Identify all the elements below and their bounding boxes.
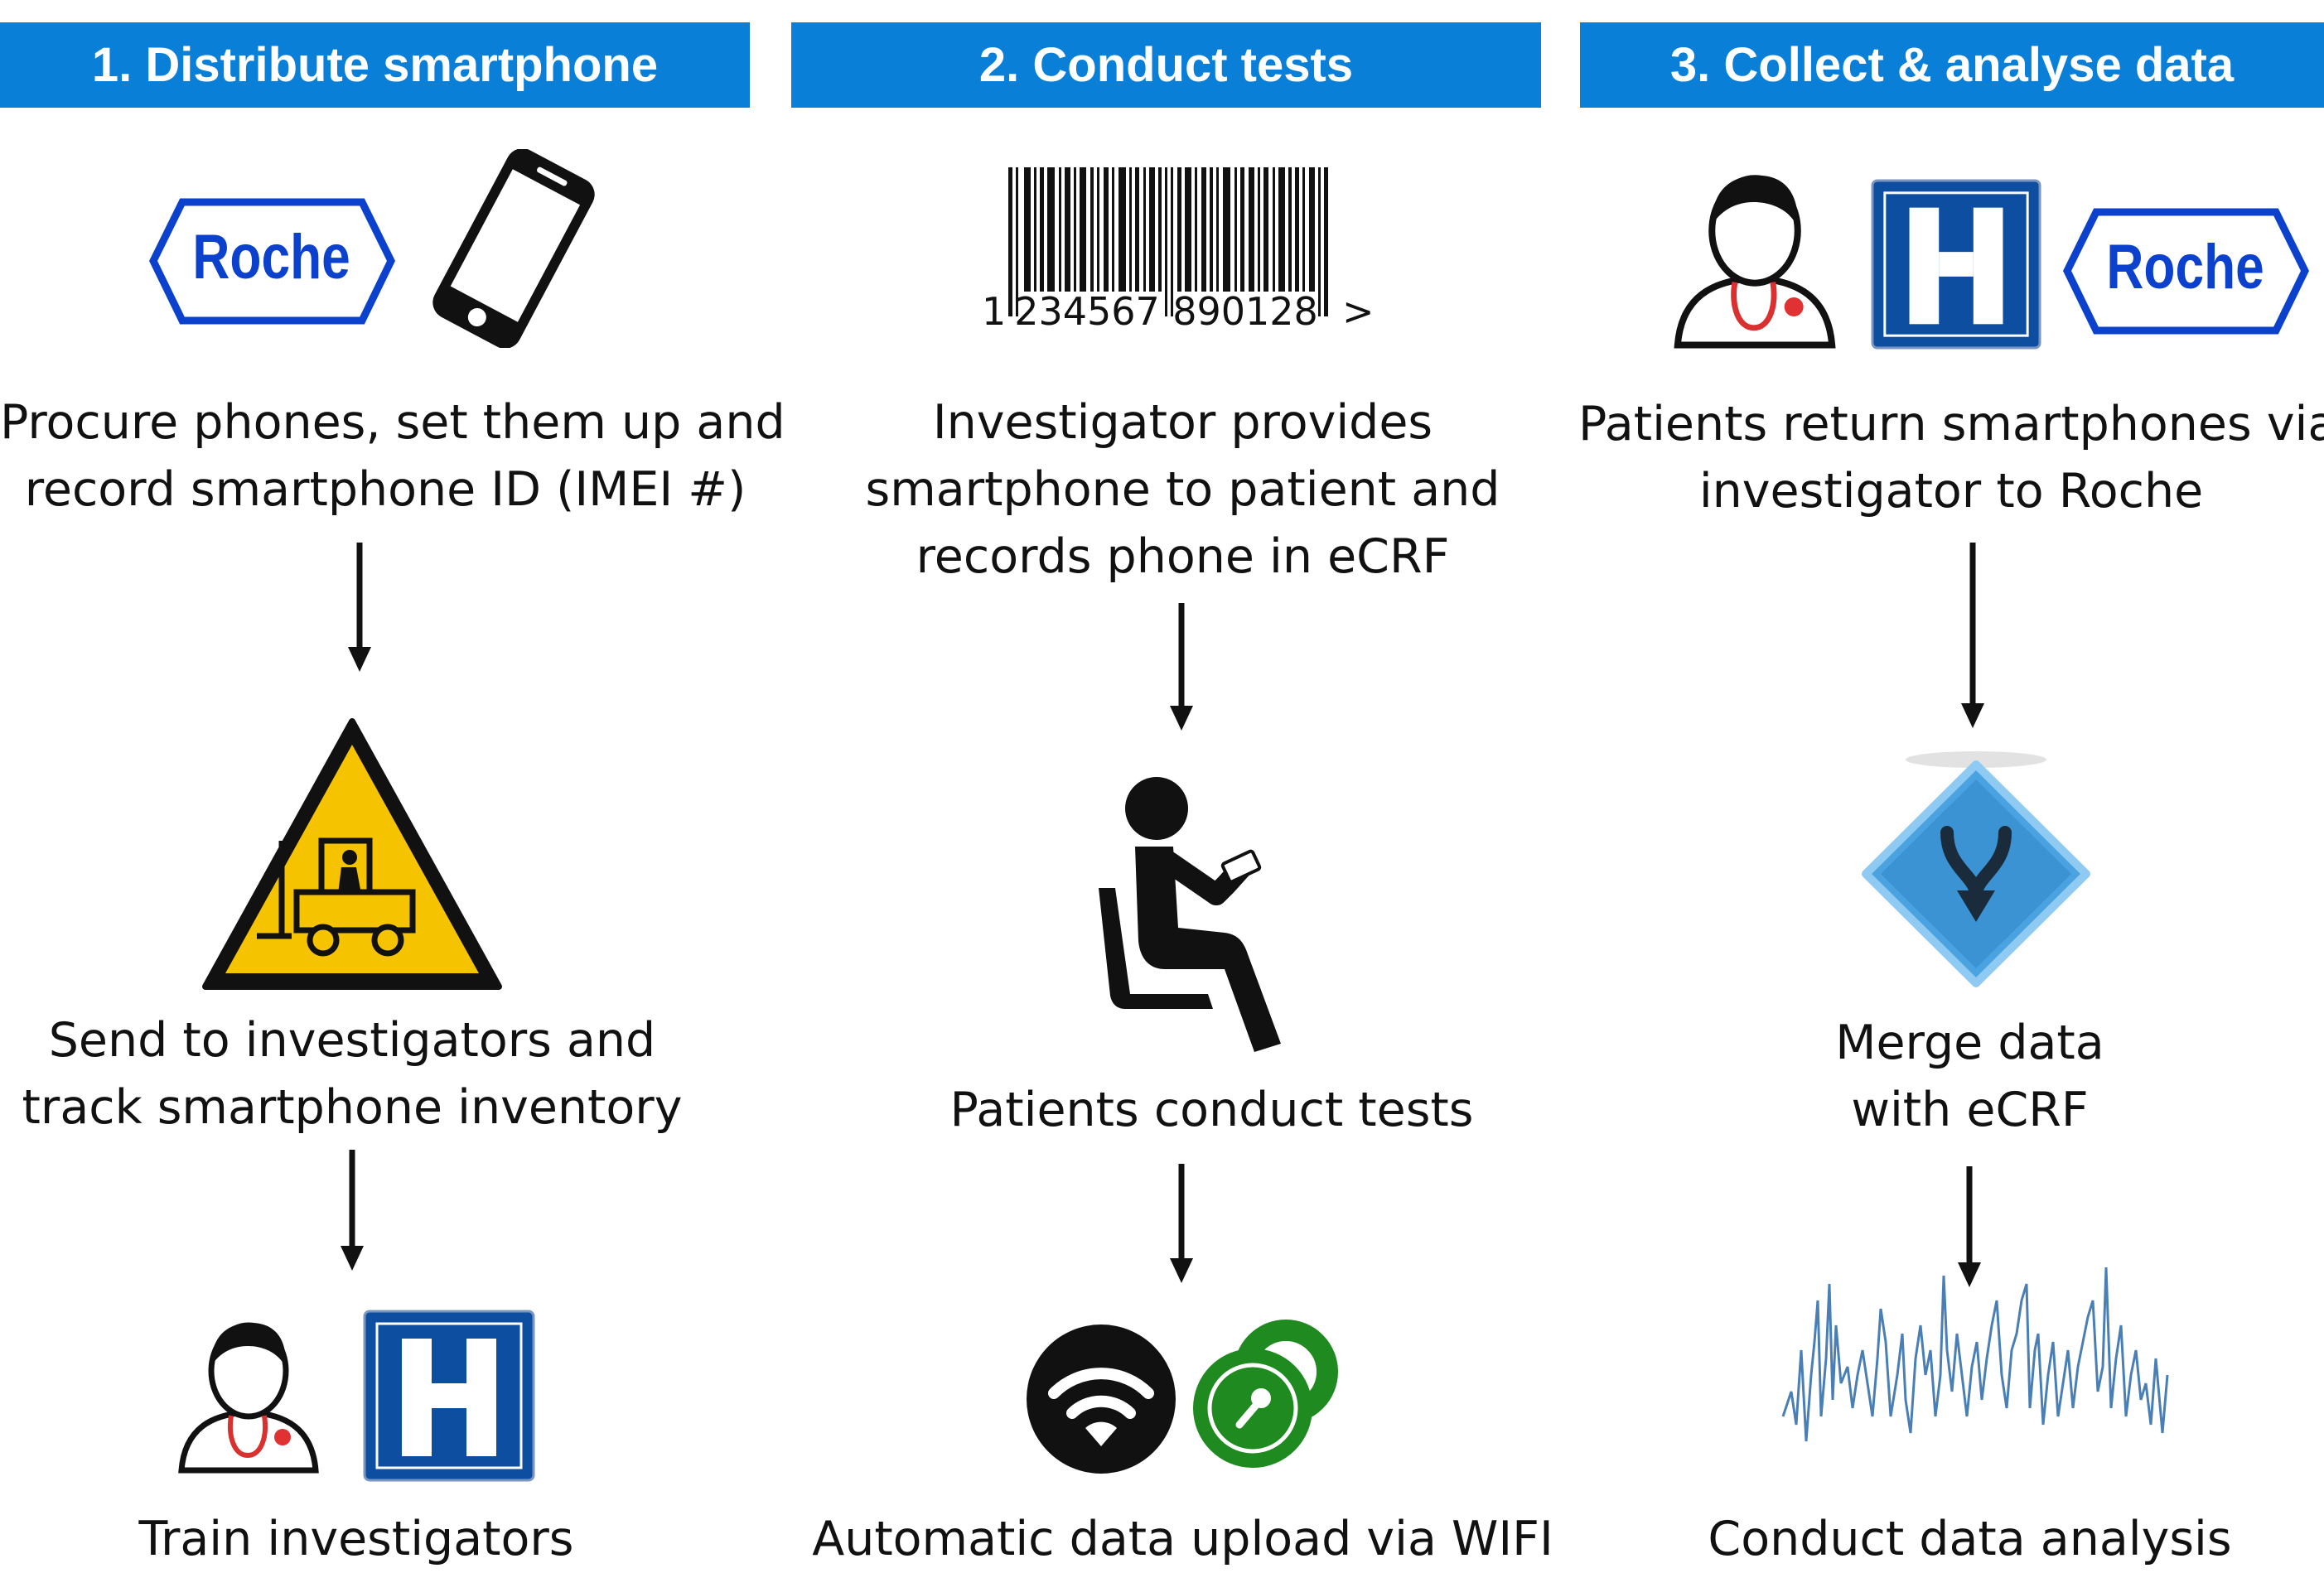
roche-logo-text: Roche	[2106, 231, 2264, 302]
roche-logo-text: Roche	[192, 221, 350, 292]
signal-waveform-icon	[1781, 1267, 2169, 1442]
hospital-icon	[363, 1310, 535, 1482]
column-header-conduct-tests: 2. Conduct tests	[791, 22, 1541, 108]
flow-arrow	[1961, 543, 1984, 728]
column-header-distribute: 1. Distribute smartphone	[0, 22, 750, 108]
caption-conduct-data-analysis: Conduct data analysis	[1708, 1512, 2232, 1566]
caption-procure-phones: Procure phones, set them up and record s…	[0, 395, 785, 517]
column-header-collect-analyse: 3. Collect & analyse data	[1580, 22, 2324, 108]
hospital-icon	[1871, 179, 2041, 350]
caption-patients-return-smartphones: Patients return smartphones via investig…	[1578, 397, 2324, 519]
caption-send-to-investigators: Send to investigators and track smartpho…	[22, 1013, 683, 1135]
roche-logo: Roche	[149, 198, 395, 325]
caption-investigator-provides: Investigator provides smartphone to pati…	[865, 395, 1500, 584]
merge-icon	[1862, 751, 2090, 987]
flow-arrow	[1170, 603, 1193, 731]
barcode-icon: 1 234567 890128 >	[982, 167, 1375, 334]
flow-arrow	[341, 1150, 364, 1271]
caption-merge-data: Merge data with eCRF	[1835, 1016, 2104, 1137]
roche-logo: Roche	[2063, 208, 2309, 335]
forklift-warning-icon	[202, 718, 502, 990]
barcode-right-digits: 890128	[1172, 289, 1318, 334]
wifi-icon	[1027, 1325, 1176, 1474]
caption-train-investigators: Train investigators	[138, 1512, 574, 1566]
doctor-icon	[1674, 175, 1836, 349]
flow-arrow	[1170, 1164, 1193, 1283]
caption-automatic-data-upload: Automatic data upload via WIFI	[812, 1512, 1553, 1566]
doctor-icon	[178, 1322, 319, 1474]
barcode-end-marker: >	[1342, 289, 1375, 334]
seated-patient-icon	[1099, 777, 1281, 1052]
flow-arrow	[1958, 1166, 1981, 1287]
secure-upload-icon	[1193, 1320, 1338, 1468]
flow-arrow	[348, 543, 371, 672]
barcode-left-digits: 234567	[1014, 289, 1160, 334]
barcode-lead-digit: 1	[982, 289, 1006, 334]
smartphone-icon	[432, 149, 595, 348]
caption-patients-conduct-tests: Patients conduct tests	[949, 1083, 1474, 1137]
